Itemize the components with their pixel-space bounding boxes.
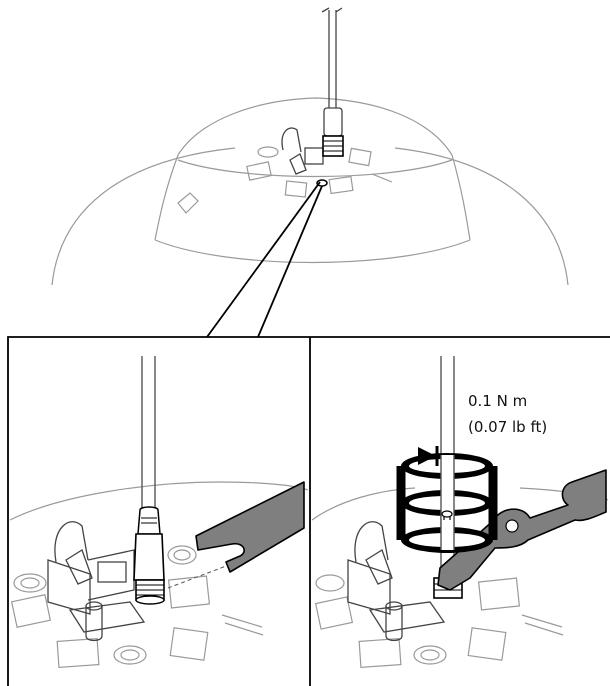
- overview-device: [52, 8, 568, 285]
- overview-pads: [247, 147, 392, 197]
- device-side-vent: [178, 193, 198, 213]
- torque-imperial-label: (0.07 lb ft): [468, 418, 547, 436]
- clockwise-arrow-icon: [401, 446, 493, 553]
- left-connector-icon: [134, 507, 164, 604]
- left-clip: [48, 522, 144, 641]
- device-dome-outline: [178, 98, 452, 155]
- overview-connector: [324, 108, 342, 136]
- overview-clip: [282, 128, 306, 174]
- torque-metric-label: 0.1 N m: [468, 392, 527, 410]
- zoom-callout: [207, 180, 327, 337]
- right-panel: [312, 356, 608, 667]
- left-wrench-icon: [196, 482, 304, 572]
- left-panel: [10, 356, 308, 667]
